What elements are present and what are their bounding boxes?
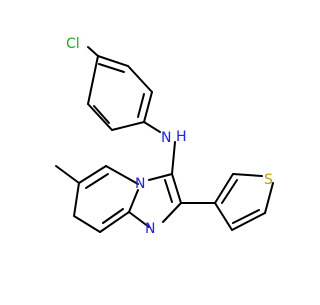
bond [78,165,107,184]
bond [232,173,263,177]
bond [93,105,110,124]
bond [214,173,234,204]
bond [73,215,101,233]
bond [87,55,99,105]
bond [87,46,99,57]
bond [171,141,176,175]
amine-hydrogen-label: H [176,129,187,145]
bond [127,65,153,93]
chlorine-label: Cl [66,36,80,52]
bond [87,103,113,131]
sulfur-label: S [264,172,273,188]
bond [164,179,173,203]
bond [111,121,145,131]
bond [105,165,139,185]
bond [214,202,233,231]
bond [98,63,125,73]
bond [55,165,80,184]
bond [221,179,238,204]
bond [102,208,124,224]
imidazole-nitrogen-label: N [145,221,155,237]
atom-labels: Cl N H N N S [66,36,273,237]
bond [99,211,130,233]
bond [171,173,182,204]
bond [143,91,153,123]
bond [231,212,266,231]
bond [128,211,150,228]
ring-nitrogen-label: N [135,176,145,192]
molecule-diagram: Cl N H N N S [55,36,274,237]
bond [264,182,274,214]
bond [97,55,129,67]
bond [73,182,80,217]
bond [143,121,161,133]
amine-nitrogen-label: N [161,130,171,146]
bond [232,209,260,224]
structure-canvas: Cl N H N N S [55,36,274,237]
bond [85,173,109,189]
bond [148,173,173,181]
bonds [55,46,274,233]
bond [162,202,182,223]
bond [128,189,139,213]
bond [137,93,145,118]
